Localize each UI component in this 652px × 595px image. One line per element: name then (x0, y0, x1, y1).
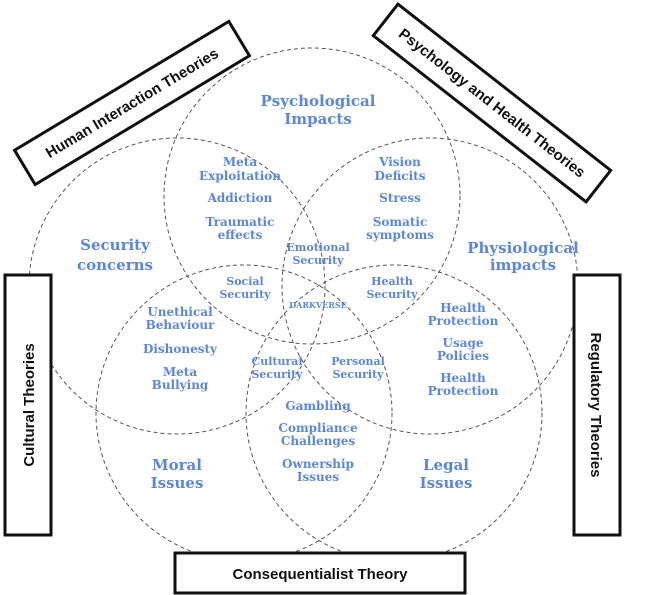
item-health-protection-2-line1: Health (440, 371, 486, 385)
item-meta-exploitation-line2: Exploitation (199, 169, 281, 183)
domain-psychological-line2: Impacts (284, 110, 352, 128)
item-emotional-security-line2: Security (292, 254, 344, 267)
item-meta-exploitation-line1: Meta (223, 155, 257, 169)
item-somatic-symptoms-line2: symptoms (366, 228, 434, 242)
item-somatic-symptoms-line1: Somatic (373, 215, 428, 229)
cultural-theories-label: Cultural Theories (21, 343, 38, 466)
item-compliance-challenges-line2: Challenges (281, 434, 356, 448)
item-unethical-behaviour-line1: Unethical (147, 305, 213, 319)
item-meta-bullying-line1: Meta (163, 365, 197, 379)
consequentialist-theory-box: Consequentialist Theory (173, 551, 467, 595)
item-emotional-security-line1: Emotional (286, 241, 349, 254)
item-health-protection-2-line2: Protection (428, 384, 499, 398)
item-compliance-challenges-line1: Compliance (278, 421, 358, 435)
domain-security-line1: Security (80, 236, 151, 254)
domain-legal-line1: Legal (423, 456, 469, 474)
item-health-security-line2: Security (366, 288, 418, 301)
item-usage-policies-line2: Policies (437, 349, 489, 363)
item-dishonesty: Dishonesty (143, 342, 218, 356)
item-gambling: Gambling (285, 399, 351, 413)
item-ownership-issues-line1: Ownership (282, 457, 354, 471)
circle-moral (95, 264, 393, 562)
item-ownership-issues-line2: Issues (297, 470, 339, 484)
human-interaction-theories-label: Human Interaction Theories (43, 45, 222, 162)
item-traumatic-effects-line1: Traumatic (206, 215, 275, 229)
domain-psychological-line1: Psychological (261, 92, 376, 110)
cultural-theories-box: Cultural Theories (3, 273, 53, 537)
domain-physiological-line1: Physiological (467, 239, 579, 257)
domain-security-line2: concerns (77, 256, 153, 274)
human-interaction-theories-box: Human Interaction Theories (12, 19, 252, 187)
item-addiction: Addiction (207, 191, 273, 205)
regulatory-theories-label: Regulatory Theories (587, 332, 604, 477)
consequentialist-theory-label: Consequentialist Theory (232, 566, 408, 583)
item-social-security-line2: Security (219, 288, 271, 301)
domain-moral-line1: Moral (152, 456, 202, 474)
item-darkverse: DARKVERSE (289, 300, 347, 310)
item-meta-bullying-line2: Bullying (152, 378, 209, 392)
item-health-security-line1: Health (371, 275, 413, 288)
item-vision-deficits-line1: Vision (378, 155, 421, 169)
psychology-health-theories-label: Psychology and Health Theories (395, 25, 588, 181)
item-usage-policies-line1: Usage (442, 336, 483, 350)
item-cultural-security-line2: Security (251, 368, 303, 381)
item-social-security-line1: Social (226, 275, 263, 288)
domain-physiological-line2: impacts (490, 256, 556, 274)
circle-psychological (163, 47, 461, 345)
item-cultural-security-line1: Cultural (251, 355, 302, 368)
item-personal-security-line2: Security (332, 368, 384, 381)
domain-moral-line2: Issues (151, 474, 204, 492)
item-health-protection-1-line2: Protection (428, 314, 499, 328)
item-personal-security-line1: Personal (331, 355, 385, 368)
item-health-protection-1-line1: Health (440, 301, 486, 315)
domain-legal-line2: Issues (420, 474, 473, 492)
item-traumatic-effects-line2: effects (218, 228, 263, 242)
item-stress: Stress (379, 191, 421, 205)
item-vision-deficits-line2: Deficits (375, 169, 426, 183)
regulatory-theories-box: Regulatory Theories (572, 273, 622, 537)
item-unethical-behaviour-line2: Behaviour (146, 318, 216, 332)
